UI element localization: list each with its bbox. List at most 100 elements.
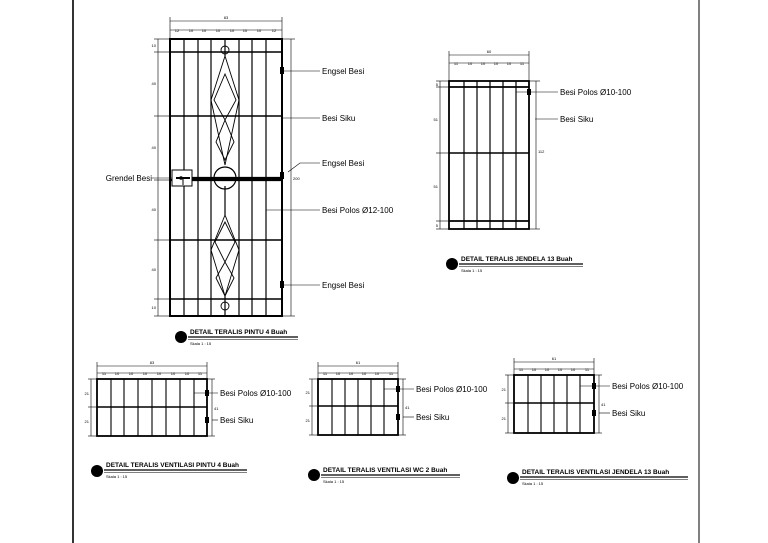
section-marker-icon [175, 331, 187, 343]
vent-wc-dim-bay: 10 [349, 371, 354, 376]
vent-pintu-dim-bay: 10 [171, 371, 176, 376]
jendela-scale: Skala 1 : 15 [461, 268, 483, 273]
pintu-dim-height: 10 [152, 43, 157, 48]
jendela-hinge-mark [527, 89, 531, 95]
pintu-drawing: 83 12 10 10 10 10 10 10 12 10 40 40 40 4… [106, 15, 394, 346]
vent-pintu-dim-bay: 11 [198, 371, 203, 376]
vent-jendela-dim-height: 21 [502, 416, 507, 421]
vent-jendela-dim-height: 21 [502, 387, 507, 392]
jendela-frame [448, 80, 530, 230]
jendela-drawing: 60 11 10 10 10 10 11 5 51 51 5 112 Besi … [434, 49, 632, 273]
pintu-dim-height: 40 [152, 81, 157, 86]
vent-pintu-mark [205, 417, 209, 423]
jendela-dim-bay: 10 [481, 61, 486, 66]
jendela-title: DETAIL TERALIS JENDELA 13 Buah [461, 256, 573, 263]
besi-polos-label: Besi Polos Ø10-100 [560, 88, 632, 97]
pintu-hinges [280, 67, 284, 288]
pintu-title: DETAIL TERALIS PINTU 4 Buah [190, 329, 287, 336]
section-marker-icon [308, 469, 320, 481]
vent-pintu-dim-bay: 10 [143, 371, 148, 376]
pintu-dim-bay: 10 [189, 28, 194, 33]
vent-pintu-drawing: 83 11 10 10 10 10 10 10 11 21 21 41 Besi… [85, 360, 292, 479]
jendela-dim-bay: 10 [494, 61, 499, 66]
vent-wc-dim-bay: 10 [362, 371, 367, 376]
besi-siku-label: Besi Siku [220, 416, 253, 425]
jendela-dim-overall-width: 60 [487, 49, 492, 54]
pintu-dim-bay: 12 [175, 28, 180, 33]
vent-jendela-dim-overall-width: 61 [552, 356, 557, 361]
vent-pintu-scale: Skala 1 : 15 [106, 474, 128, 479]
vent-jendela-mark [592, 383, 596, 389]
vent-jendela-dim-bay: 11 [519, 367, 524, 372]
jendela-dim-bay: 11 [520, 61, 525, 66]
jendela-dim-height: 5 [436, 223, 439, 228]
vent-jendela-dim-bay: 10 [545, 367, 550, 372]
jendela-dim-bay: 10 [507, 61, 512, 66]
besi-polos-label: Besi Polos Ø10-100 [416, 385, 488, 394]
vent-wc-frame [317, 378, 399, 436]
jendela-dim-overall-height: 112 [538, 149, 545, 154]
pintu-dim-overall-height: 200 [293, 176, 300, 181]
vent-pintu-title: DETAIL TERALIS VENTILASI PINTU 4 Buah [106, 462, 239, 469]
vent-jendela-dim-bay: 10 [558, 367, 563, 372]
vent-wc-dim-bay: 10 [336, 371, 341, 376]
vent-wc-mark [396, 414, 400, 420]
vent-wc-dimensions [309, 362, 406, 436]
vent-wc-title-block: DETAIL TERALIS VENTILASI WC 2 Buah Skala… [308, 467, 460, 484]
jendela-dim-height: 51 [434, 117, 439, 122]
pintu-dim-overall-width: 83 [224, 15, 229, 20]
vent-jendela-frame [513, 374, 595, 434]
vent-wc-scale: Skala 1 : 15 [323, 479, 345, 484]
vent-pintu-dim-bay: 10 [185, 371, 190, 376]
besi-siku-label: Besi Siku [416, 413, 449, 422]
section-marker-icon [446, 258, 458, 270]
vent-pintu-dim-bay: 10 [115, 371, 120, 376]
pintu-dim-height: 40 [152, 207, 157, 212]
engsel-label-mid: Engsel Besi [322, 159, 364, 168]
jendela-dim-bay: 10 [468, 61, 473, 66]
pintu-dim-bay: 10 [202, 28, 207, 33]
vent-jendela-dim-overall-height: 41 [601, 402, 606, 407]
jendela-dim-height: 51 [434, 184, 439, 189]
vent-jendela-dim-bay: 10 [571, 367, 576, 372]
pintu-leaders [152, 70, 320, 286]
vent-jendela-mark [592, 410, 596, 416]
pintu-latch [171, 169, 282, 187]
vent-wc-title: DETAIL TERALIS VENTILASI WC 2 Buah [323, 467, 447, 474]
pintu-title-block: DETAIL TERALIS PINTU 4 Buah Skala 1 : 15 [175, 329, 298, 346]
pintu-dim-height: 40 [152, 145, 157, 150]
besi-polos-label: Besi Polos Ø10-100 [220, 389, 292, 398]
vent-wc-leaders [384, 388, 414, 418]
vent-jendela-dim-bay: 11 [585, 367, 590, 372]
jendela-dimensions [436, 51, 540, 230]
pintu-dim-height: 40 [152, 267, 157, 272]
vent-jendela-dimensions [505, 358, 602, 434]
engsel-label-top: Engsel Besi [322, 67, 364, 76]
vent-jendela-dim-bay: 10 [532, 367, 537, 372]
vent-jendela-title: DETAIL TERALIS VENTILASI JENDELA 13 Buah [522, 469, 669, 476]
besi-polos-label: Besi Polos Ø10-100 [612, 382, 684, 391]
besi-polos-label: Besi Polos Ø12-100 [322, 206, 394, 215]
pintu-dim-bay: 10 [257, 28, 262, 33]
vent-wc-dim-overall-width: 61 [356, 360, 361, 365]
vent-wc-dim-height: 21 [306, 390, 311, 395]
section-marker-icon [507, 472, 519, 484]
pintu-dim-bay: 10 [216, 28, 221, 33]
vent-wc-drawing: 61 11 10 10 10 10 11 21 21 41 Besi Polos… [306, 360, 488, 484]
pintu-dim-height: 10 [152, 305, 157, 310]
vent-wc-dim-bay: 11 [389, 371, 394, 376]
besi-siku-label: Besi Siku [560, 115, 593, 124]
besi-siku-label: Besi Siku [322, 114, 355, 123]
vent-wc-dim-bay: 11 [323, 371, 328, 376]
pintu-dimensions [154, 17, 295, 317]
pintu-dim-bay: 10 [230, 28, 235, 33]
vent-wc-dim-bay: 10 [375, 371, 380, 376]
jendela-title-block: DETAIL TERALIS JENDELA 13 Buah Skala 1 :… [446, 256, 583, 273]
vent-jendela-leaders [580, 385, 610, 414]
vent-pintu-dim-height: 21 [85, 391, 90, 396]
vent-pintu-dim-height: 21 [85, 419, 90, 424]
vent-pintu-dim-bay: 10 [157, 371, 162, 376]
section-marker-icon [91, 465, 103, 477]
vent-pintu-dimensions [88, 362, 215, 437]
